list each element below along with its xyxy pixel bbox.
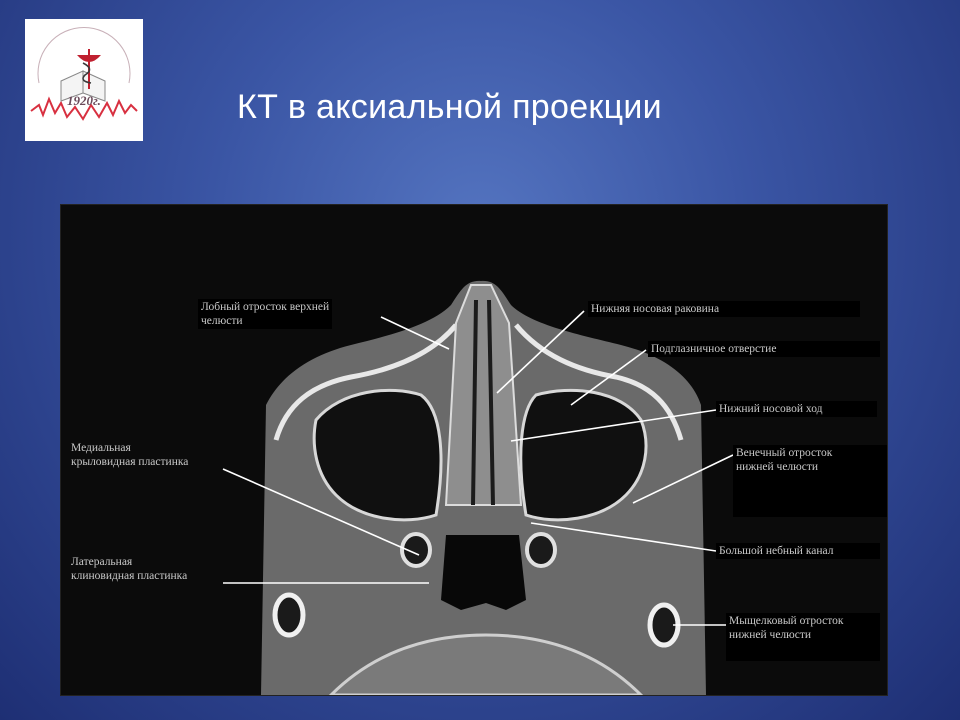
label-inferior-concha: Нижняя носовая раковина bbox=[588, 301, 860, 317]
logo-emblem-icon bbox=[30, 27, 138, 121]
leader-lines bbox=[222, 310, 734, 626]
label-lateral-pterygoid: Латеральная клиновидная пластинка bbox=[71, 556, 188, 582]
label-frontal-process: Лобный отросток верхней челюсти bbox=[198, 299, 333, 329]
label-coronoid-process: Венечный отросток нижней челюсти bbox=[733, 445, 887, 517]
label-condylar-process: Мыщелковый отросток нижней челюсти bbox=[726, 613, 880, 661]
label-infraorbital-foramen: Подглазничное отверстие bbox=[648, 341, 880, 357]
slide-title: КТ в аксиальной проекции bbox=[237, 88, 662, 126]
ct-axial-image bbox=[222, 280, 734, 695]
ct-scan-panel: Лобный отросток верхней челюсти Нижняя н… bbox=[60, 204, 888, 696]
logo-year: 1920г. bbox=[67, 93, 101, 108]
label-greater-palatine-canal: Большой небный канал bbox=[716, 543, 880, 559]
university-logo: 1920г. bbox=[25, 19, 143, 141]
label-medial-pterygoid: Медиальная крыловидная пластинка bbox=[71, 442, 189, 468]
label-inferior-meatus: Нижний носовой ход bbox=[716, 401, 877, 417]
